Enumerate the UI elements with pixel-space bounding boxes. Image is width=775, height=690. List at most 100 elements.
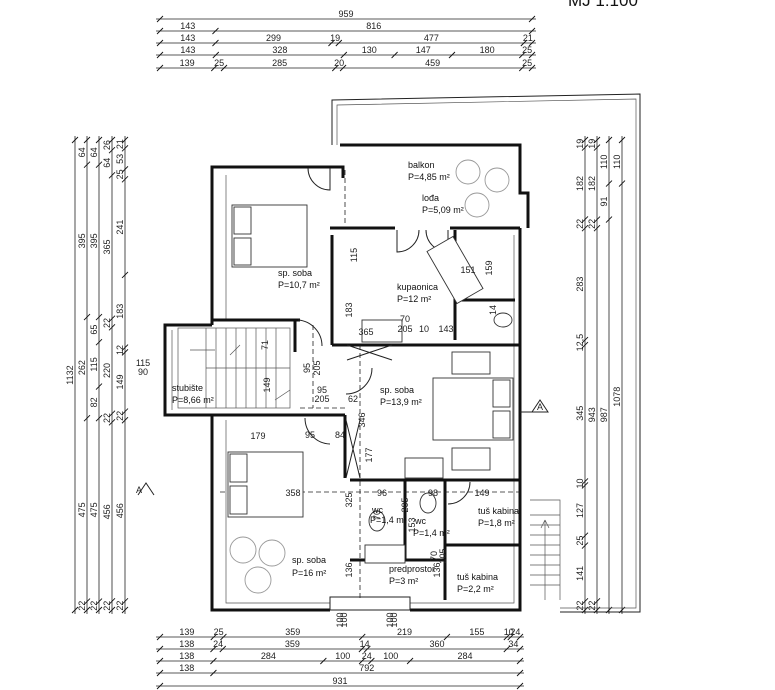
- dimension-tick: [581, 336, 589, 344]
- dimension-tick: [121, 344, 129, 351]
- room-name: tuš kabina: [478, 506, 519, 516]
- dimension-tick: [528, 39, 536, 47]
- dimension-tick: [516, 645, 524, 653]
- dimension-tick: [210, 645, 217, 653]
- dimension-tick: [518, 51, 526, 59]
- dimension-value: 25: [522, 45, 532, 55]
- dimension-value: 22: [575, 219, 585, 229]
- dimension-value: 220: [102, 363, 112, 378]
- washbasin-hall: [364, 544, 406, 564]
- dimension-value: 139: [180, 58, 195, 68]
- interior-dimension-value: 70: [372, 510, 382, 520]
- interior-dimension-value: 100: [389, 612, 399, 627]
- washbasin-unit: [361, 319, 403, 343]
- dimension-tick: [95, 313, 103, 321]
- dimension-tick: [212, 27, 219, 35]
- dimension-tick: [581, 597, 589, 605]
- nightstand-table: [451, 351, 491, 375]
- dimension-chain: 959: [156, 9, 536, 23]
- dimension-value: 25: [214, 58, 224, 68]
- room-area: P=8,66 m²: [172, 395, 214, 405]
- dimension-value: 299: [266, 33, 281, 43]
- outer-wall-inner: [171, 175, 515, 604]
- dimension-tick: [212, 39, 219, 47]
- dimension-value: 395: [89, 233, 99, 248]
- dimension-tick: [358, 633, 366, 641]
- dimension-tick: [95, 383, 103, 390]
- dimension-value: 475: [89, 502, 99, 517]
- interior-dimension-value: 62: [348, 394, 358, 404]
- room-name: predprostor: [389, 564, 435, 574]
- dimension-tick: [121, 271, 129, 279]
- dimension-value: 64: [102, 158, 112, 168]
- dimension-tick: [335, 39, 343, 47]
- dimension-value: 100: [335, 651, 350, 661]
- dimension-tick: [605, 136, 613, 144]
- window-bottom: [329, 596, 411, 611]
- dimension-tick: [121, 416, 129, 424]
- dimension-value: 241: [115, 220, 125, 235]
- dimension-tick: [581, 216, 589, 223]
- dimension-value: 182: [587, 176, 597, 191]
- dimension-value: 395: [77, 233, 87, 248]
- dimension-tick: [516, 669, 524, 677]
- dimension-value: 22: [115, 411, 125, 421]
- dimension-value: 19: [587, 139, 597, 149]
- room-area: P=12 m²: [397, 294, 431, 304]
- interior-dimension-value: 95: [317, 385, 327, 395]
- interior-dimension-value: 96: [377, 488, 387, 498]
- dimension-value: 25: [575, 536, 585, 546]
- dimension-tick: [331, 64, 339, 72]
- interior-dimension-value: 10: [419, 324, 429, 334]
- dimension-tick: [518, 64, 526, 72]
- room-name: kupaonica: [397, 282, 438, 292]
- dimension-tick: [503, 633, 511, 641]
- dimension-tick: [593, 144, 601, 151]
- dimension-value: 149: [115, 374, 125, 389]
- room-area: P=2,2 m²: [457, 584, 494, 594]
- dimension-tick: [220, 64, 228, 72]
- interior-dimension-value: 136: [344, 562, 354, 577]
- dimension-value: 22: [77, 601, 87, 611]
- dimension-value: 143: [180, 21, 195, 31]
- dimension-value: 943: [587, 407, 597, 422]
- dimension-tick: [121, 606, 129, 614]
- room-name: balkon: [408, 160, 435, 170]
- room-area: P=5,09 m²: [422, 205, 464, 215]
- dimension-tick: [516, 657, 524, 665]
- dimension-value: 22: [102, 318, 112, 328]
- dimension-tick: [528, 15, 536, 23]
- terrace-outline: [331, 93, 641, 613]
- desk: [451, 447, 491, 471]
- interior-dimension-value: 179: [250, 431, 265, 441]
- dimension-value: 328: [272, 45, 287, 55]
- dimension-value: 91: [599, 197, 609, 207]
- dimension-tick: [618, 136, 626, 144]
- dimension-tick: [156, 15, 164, 23]
- scale-label: MJ 1:100: [568, 0, 638, 10]
- dimension-value: 22: [575, 601, 585, 611]
- room-name: sp. soba: [278, 268, 312, 278]
- dimension-tick: [108, 136, 116, 144]
- dimension-tick: [121, 349, 129, 356]
- interior-dimension-value: 153: [407, 517, 417, 532]
- dimension-tick: [71, 606, 79, 614]
- dimension-tick: [83, 606, 91, 614]
- dimension-tick: [618, 180, 626, 187]
- room-name: wc: [414, 516, 426, 526]
- dimension-value: 283: [575, 277, 585, 292]
- dimension-value: 100: [383, 651, 398, 661]
- toilet-3: [493, 312, 513, 328]
- dimension-value: 110: [599, 155, 609, 169]
- bed-2: [432, 377, 514, 441]
- interior-dimension-value: 98: [428, 488, 438, 498]
- dimension-tick: [71, 136, 79, 144]
- chairs: [229, 159, 510, 594]
- dimension-value: 130: [362, 45, 377, 55]
- bed-3: [227, 451, 304, 518]
